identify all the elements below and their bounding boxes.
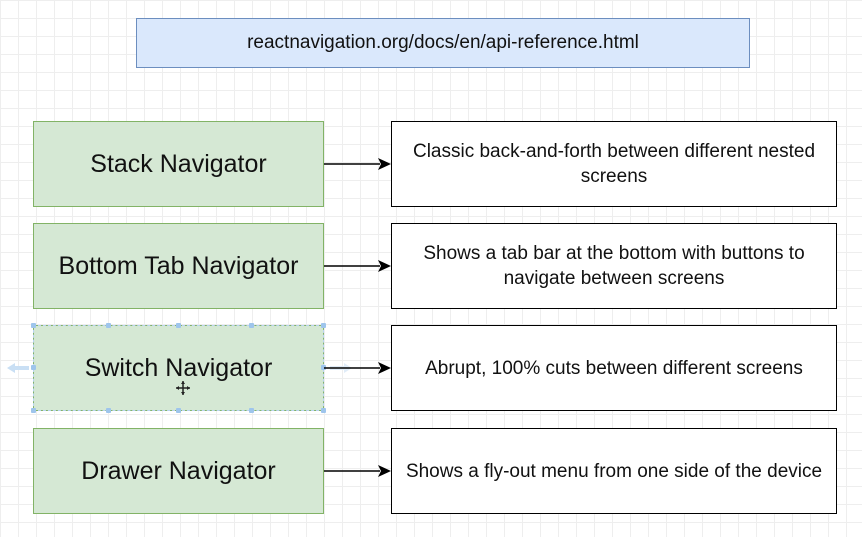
connector-arrow[interactable] — [324, 258, 391, 274]
connect-left-hint-icon[interactable] — [7, 363, 29, 373]
description-text: Shows a tab bar at the bottom with butto… — [423, 243, 805, 289]
nav-box-label: Drawer Navigator — [81, 456, 276, 485]
bottom-tab-navigator-box[interactable]: Bottom Tab Navigator — [33, 223, 324, 309]
connector-arrow[interactable] — [324, 463, 391, 479]
switch-navigator-description-box[interactable]: Abrupt, 100% cuts between different scre… — [391, 325, 837, 411]
drawer-navigator-description-box[interactable]: Shows a fly-out menu from one side of th… — [391, 428, 837, 514]
nav-box-label: Stack Navigator — [90, 149, 267, 178]
connector-arrow[interactable] — [324, 156, 391, 172]
selection-handle[interactable] — [249, 408, 254, 413]
stack-navigator-box[interactable]: Stack Navigator — [33, 121, 324, 207]
selection-handle[interactable] — [106, 323, 111, 328]
selection-handle[interactable] — [321, 365, 326, 370]
nav-box-label: Switch Navigator — [84, 353, 273, 382]
description-text: Abrupt, 100% cuts between different scre… — [425, 357, 803, 379]
selection-handle[interactable] — [176, 323, 181, 328]
url-label-box[interactable]: reactnavigation.org/docs/en/api-referenc… — [136, 18, 750, 68]
selection-handle[interactable] — [249, 323, 254, 328]
switch-navigator-box[interactable]: Switch Navigator — [33, 325, 324, 411]
selection-handle[interactable] — [321, 323, 326, 328]
description-text: Shows a fly-out menu from one side of th… — [405, 460, 823, 482]
selection-handle[interactable] — [321, 408, 326, 413]
connector-arrow[interactable] — [324, 360, 391, 376]
selection-handle[interactable] — [31, 408, 36, 413]
url-text: reactnavigation.org/docs/en/api-referenc… — [247, 32, 639, 53]
selection-handle[interactable] — [176, 408, 181, 413]
nav-box-label: Bottom Tab Navigator — [58, 251, 299, 280]
bottom-tab-navigator-description-box[interactable]: Shows a tab bar at the bottom with butto… — [391, 223, 837, 309]
selection-handle[interactable] — [31, 365, 36, 370]
selection-handle[interactable] — [31, 323, 36, 328]
selection-handle[interactable] — [106, 408, 111, 413]
drawer-navigator-box[interactable]: Drawer Navigator — [33, 428, 324, 514]
description-text: Classic back-and-forth between different… — [412, 141, 816, 187]
move-cursor-icon — [176, 381, 190, 395]
stack-navigator-description-box[interactable]: Classic back-and-forth between different… — [391, 121, 837, 207]
